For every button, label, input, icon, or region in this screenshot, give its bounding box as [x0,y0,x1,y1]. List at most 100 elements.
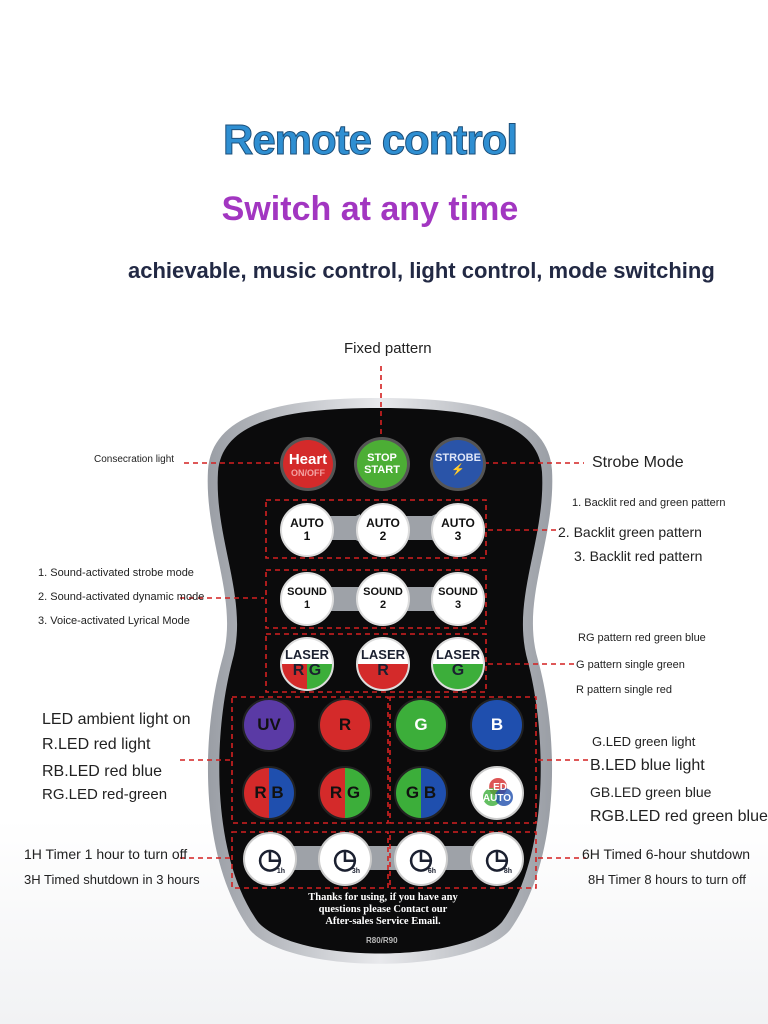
page-subtitle: Switch at any time [221,190,519,228]
r-button[interactable]: R [318,698,372,752]
model-number: R80/R90 [366,936,398,945]
uv-label: UV [257,715,281,734]
callout-sound-3: 3. Voice-activated Lyrical Mode [38,615,190,627]
auto-3-label: AUTO [441,516,475,530]
strobe-label: STROBE [435,452,481,464]
laser-g-button[interactable]: LASER G [431,637,485,691]
gb-button[interactable]: G B [394,766,448,820]
callout-led-b: B.LED blue light [590,757,705,774]
sound-2-label: SOUND [363,586,403,598]
auto-1-number: 1 [303,529,311,543]
timer-3h-button[interactable]: ◷ 3h [318,832,372,886]
callout-auto-2: 2. Backlit green pattern [558,524,702,540]
callout-led-rg: RG.LED red-green [42,786,168,803]
laser-r-letter: R [377,661,389,679]
rb-r: R [254,783,267,802]
callout-laser-g: G pattern single green [576,659,685,671]
lightning-icon: ⚡ [451,464,465,476]
start-label: START [364,464,400,476]
callout-timer-8h: 8H Timer 8 hours to turn off [588,872,746,887]
tagline: achievable, music control, light control… [128,258,715,283]
callout-sound-2: 2. Sound-activated dynamic mode [38,591,205,603]
laser-rg-button[interactable]: LASER R G [280,637,334,691]
b-label: B [490,715,504,734]
auto-1-label: AUTO [290,516,324,530]
callout-laser-r: R pattern single red [576,684,672,696]
callout-auto-1: 1. Backlit red and green pattern [572,497,726,509]
laser-rg-g: G [308,661,322,679]
sound-1-number: 1 [303,599,311,611]
callout-fixed-pattern: Fixed pattern [344,340,432,357]
callout-led-gb: GB.LED green blue [590,784,712,800]
callout-led-rgb: RGB.LED red green blue [590,808,768,825]
timer-1h-label: 1h [276,868,285,875]
auto-2-label: AUTO [366,516,400,530]
clock-icon: ◷ [408,843,434,874]
callout-led-g: G.LED green light [592,734,696,749]
rg-g: G [346,783,361,802]
callout-consecration-light: Consecration light [94,454,175,465]
callout-auto-3: 3. Backlit red pattern [574,548,703,564]
thanks-message: Thanks for using, if you have any questi… [308,892,458,927]
rb-b: B [271,783,284,802]
laser-r-label: LASER [360,646,406,662]
rg-r: R [329,783,343,802]
timer-3h-label: 3h [351,868,360,875]
rb-button[interactable]: R B [242,766,296,820]
laser-rg-r: R [292,661,305,679]
timer-6h-label: 6h [427,868,436,875]
gb-g: G [405,783,420,802]
rgb-circles-icon [483,778,513,806]
callout-strobe-mode: Strobe Mode [592,454,684,471]
callout-lines [180,366,590,889]
clock-icon: ◷ [257,843,283,874]
uv-button[interactable]: UV [242,698,296,752]
heart-button[interactable]: Heart ON/OFF [280,437,336,491]
sound-3-label: SOUND [438,586,478,598]
sound-2-number: 2 [379,599,387,611]
auto-2-number: 2 [379,529,387,543]
callout-led-rb: RB.LED red blue [42,763,163,780]
laser-g-letter: G [451,661,465,679]
led-auto-led-label: LED [487,782,507,793]
stop-start-button[interactable]: STOP START [354,437,410,491]
laser-g-label: LASER [435,646,481,662]
strobe-button[interactable]: STROBE ⚡ [430,437,486,491]
clock-icon: ◷ [484,843,510,874]
g-button[interactable]: G [394,698,448,752]
timer-6h-button[interactable]: ◷ 6h [394,832,448,886]
callout-timer-3h: 3H Timed shutdown in 3 hours [24,872,200,887]
laser-r-button[interactable]: LASER R [356,637,410,691]
callout-laser-rg: RG pattern red green blue [578,632,706,644]
b-button[interactable]: B [470,698,524,752]
heart-onoff-label: ON/OFF [291,467,325,478]
stop-label: STOP [367,452,397,464]
callout-timer-6h: 6H Timed 6-hour shutdown [582,846,751,862]
timer-strip [262,846,504,870]
page-title: Remote control [222,116,518,164]
gb-b: B [423,783,437,802]
led-auto-label: AUTO [482,793,512,804]
timer-1h-button[interactable]: ◷ 1h [243,832,297,886]
sound-1-label: SOUND [287,586,327,598]
callout-sound-1: 1. Sound-activated strobe mode [38,567,194,579]
sound-3-number: 3 [454,599,462,611]
laser-rg-label: LASER [284,646,330,662]
callout-led-on: LED ambient light on [42,711,191,728]
auto-3-number: 3 [454,529,462,543]
callout-led-r: R.LED red light [42,736,151,753]
rg-button[interactable]: R G [318,766,372,820]
led-auto-button[interactable]: LED AUTO [470,766,524,820]
heart-label: Heart [288,450,328,468]
clock-icon: ◷ [332,843,358,874]
timer-8h-button[interactable]: ◷ 8h [470,832,524,886]
callout-timer-1h: 1H Timer 1 hour to turn off [24,846,188,862]
g-label: G [414,715,428,734]
timer-8h-label: 8h [503,868,512,875]
